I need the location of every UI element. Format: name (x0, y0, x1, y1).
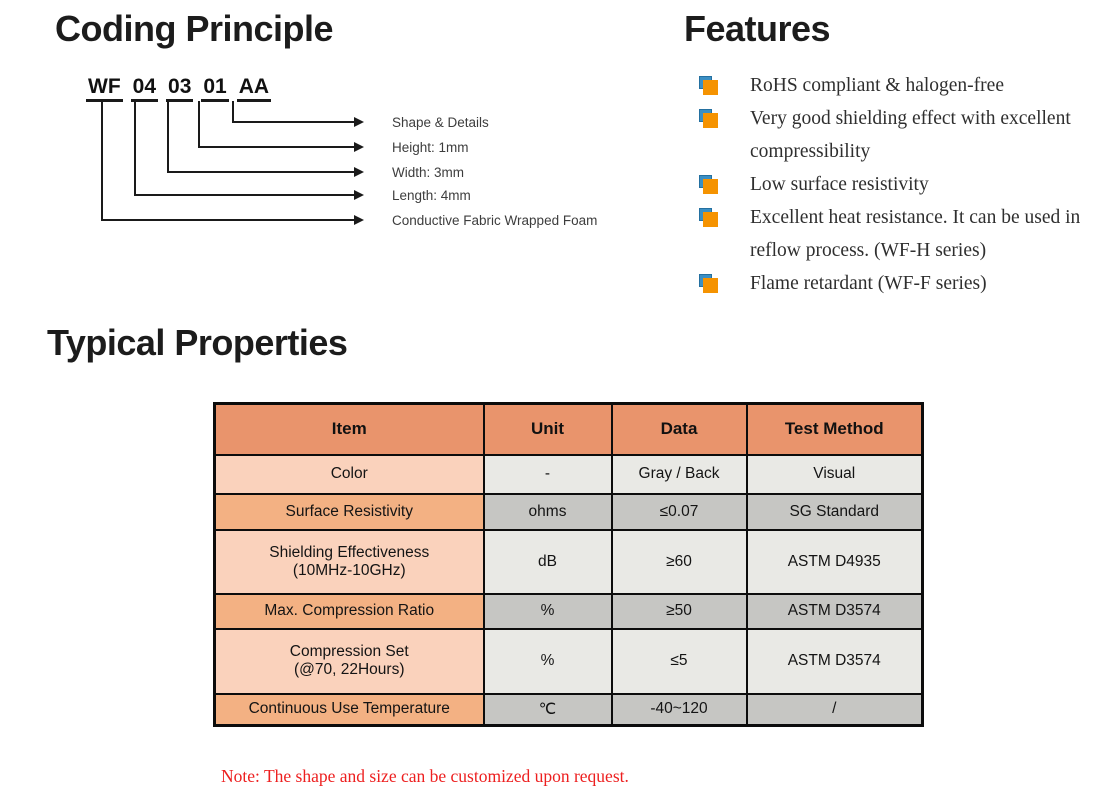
table-row-color: Color - Gray / Back Visual (213, 453, 924, 495)
code-segment-length: 04 (130, 76, 159, 102)
square-bullet-icon (699, 274, 719, 294)
square-bullet-icon (699, 109, 719, 129)
square-bullet-icon (699, 208, 719, 228)
feature-text: Flame retardant (WF-F series) (750, 273, 987, 294)
bullet-orange-layer (703, 179, 718, 194)
col-header-unit: Unit (482, 402, 613, 456)
cell-data: ≤5 (610, 627, 748, 695)
cell-test-method: ASTM D3574 (745, 627, 924, 695)
cell-item: Continuous Use Temperature (213, 692, 485, 727)
cell-unit: ℃ (482, 692, 613, 727)
code-label-width: Width: 3mm (392, 165, 465, 180)
cell-data: ≥50 (610, 592, 748, 630)
bullet-orange-layer (703, 113, 718, 128)
features-heading: Features (684, 8, 831, 49)
cell-item: Surface Resistivity (213, 492, 485, 531)
col-header-item: Item (213, 402, 485, 456)
feature-text: RoHS compliant & halogen-free (750, 75, 1004, 96)
cell-item: Shielding Effectiveness (10MHz-10GHz) (213, 528, 485, 595)
feature-item: Excellent heat resistance. It can be use… (699, 201, 1099, 267)
typical-properties-table: Item Unit Data Test Method Color - Gray … (213, 402, 924, 727)
cell-unit: - (482, 453, 613, 495)
bullet-orange-layer (703, 278, 718, 293)
cell-data: ≥60 (610, 528, 748, 595)
square-bullet-icon (699, 76, 719, 96)
features-list: RoHS compliant & halogen-free Very good … (699, 69, 1099, 300)
cell-data: ≤0.07 (610, 492, 748, 531)
cell-test-method: Visual (745, 453, 924, 495)
cell-data: Gray / Back (610, 453, 748, 495)
customization-note: Note: The shape and size can be customiz… (221, 766, 629, 786)
code-segment-height: 01 (201, 76, 229, 102)
table-row-compression-set: Compression Set (@70, 22Hours) % ≤5 ASTM… (213, 627, 924, 695)
cell-test-method: / (745, 692, 924, 727)
feature-item: RoHS compliant & halogen-free (699, 69, 1099, 102)
table-row-shielding-effectiveness: Shielding Effectiveness (10MHz-10GHz) dB… (213, 528, 924, 595)
square-bullet-icon (699, 175, 719, 195)
table-row-max-compression-ratio: Max. Compression Ratio % ≥50 ASTM D3574 (213, 592, 924, 630)
cell-item: Compression Set (@70, 22Hours) (213, 627, 485, 695)
product-code: WF 04 03 01 AA (86, 76, 272, 102)
code-label-material: Conductive Fabric Wrapped Foam (392, 213, 598, 228)
code-label-length: Length: 4mm (392, 188, 471, 203)
code-label-shape-details: Shape & Details (392, 115, 489, 130)
typical-properties-heading: Typical Properties (47, 322, 348, 363)
bullet-orange-layer (703, 80, 718, 95)
feature-item: Flame retardant (WF-F series) (699, 267, 1099, 300)
table-row-continuous-use-temperature: Continuous Use Temperature ℃ -40~120 / (213, 692, 924, 727)
code-segment-prefix: WF (86, 76, 123, 102)
cell-data: -40~120 (610, 692, 748, 727)
col-header-data: Data (610, 402, 748, 456)
code-label-height: Height: 1mm (392, 140, 469, 155)
cell-test-method: ASTM D4935 (745, 528, 924, 595)
feature-text: Very good shielding effect with excellen… (750, 108, 1071, 162)
cell-unit: % (482, 627, 613, 695)
cell-test-method: SG Standard (745, 492, 924, 531)
bullet-orange-layer (703, 212, 718, 227)
code-segment-shape: AA (236, 76, 272, 102)
feature-item: Low surface resistivity (699, 168, 1099, 201)
coding-principle-heading: Coding Principle (55, 8, 334, 49)
coding-diagram-lines (101, 101, 364, 225)
code-segment-width: 03 (166, 76, 194, 102)
cell-test-method: ASTM D3574 (745, 592, 924, 630)
cell-item: Max. Compression Ratio (213, 592, 485, 630)
table-header-row: Item Unit Data Test Method (213, 402, 924, 456)
table-row-surface-resistivity: Surface Resistivity ohms ≤0.07 SG Standa… (213, 492, 924, 531)
feature-item: Very good shielding effect with excellen… (699, 102, 1099, 168)
cell-unit: dB (482, 528, 613, 595)
feature-text: Low surface resistivity (750, 174, 929, 195)
cell-unit: % (482, 592, 613, 630)
col-header-test-method: Test Method (745, 402, 924, 456)
feature-text: Excellent heat resistance. It can be use… (750, 207, 1081, 261)
cell-item: Color (213, 453, 485, 495)
cell-unit: ohms (482, 492, 613, 531)
